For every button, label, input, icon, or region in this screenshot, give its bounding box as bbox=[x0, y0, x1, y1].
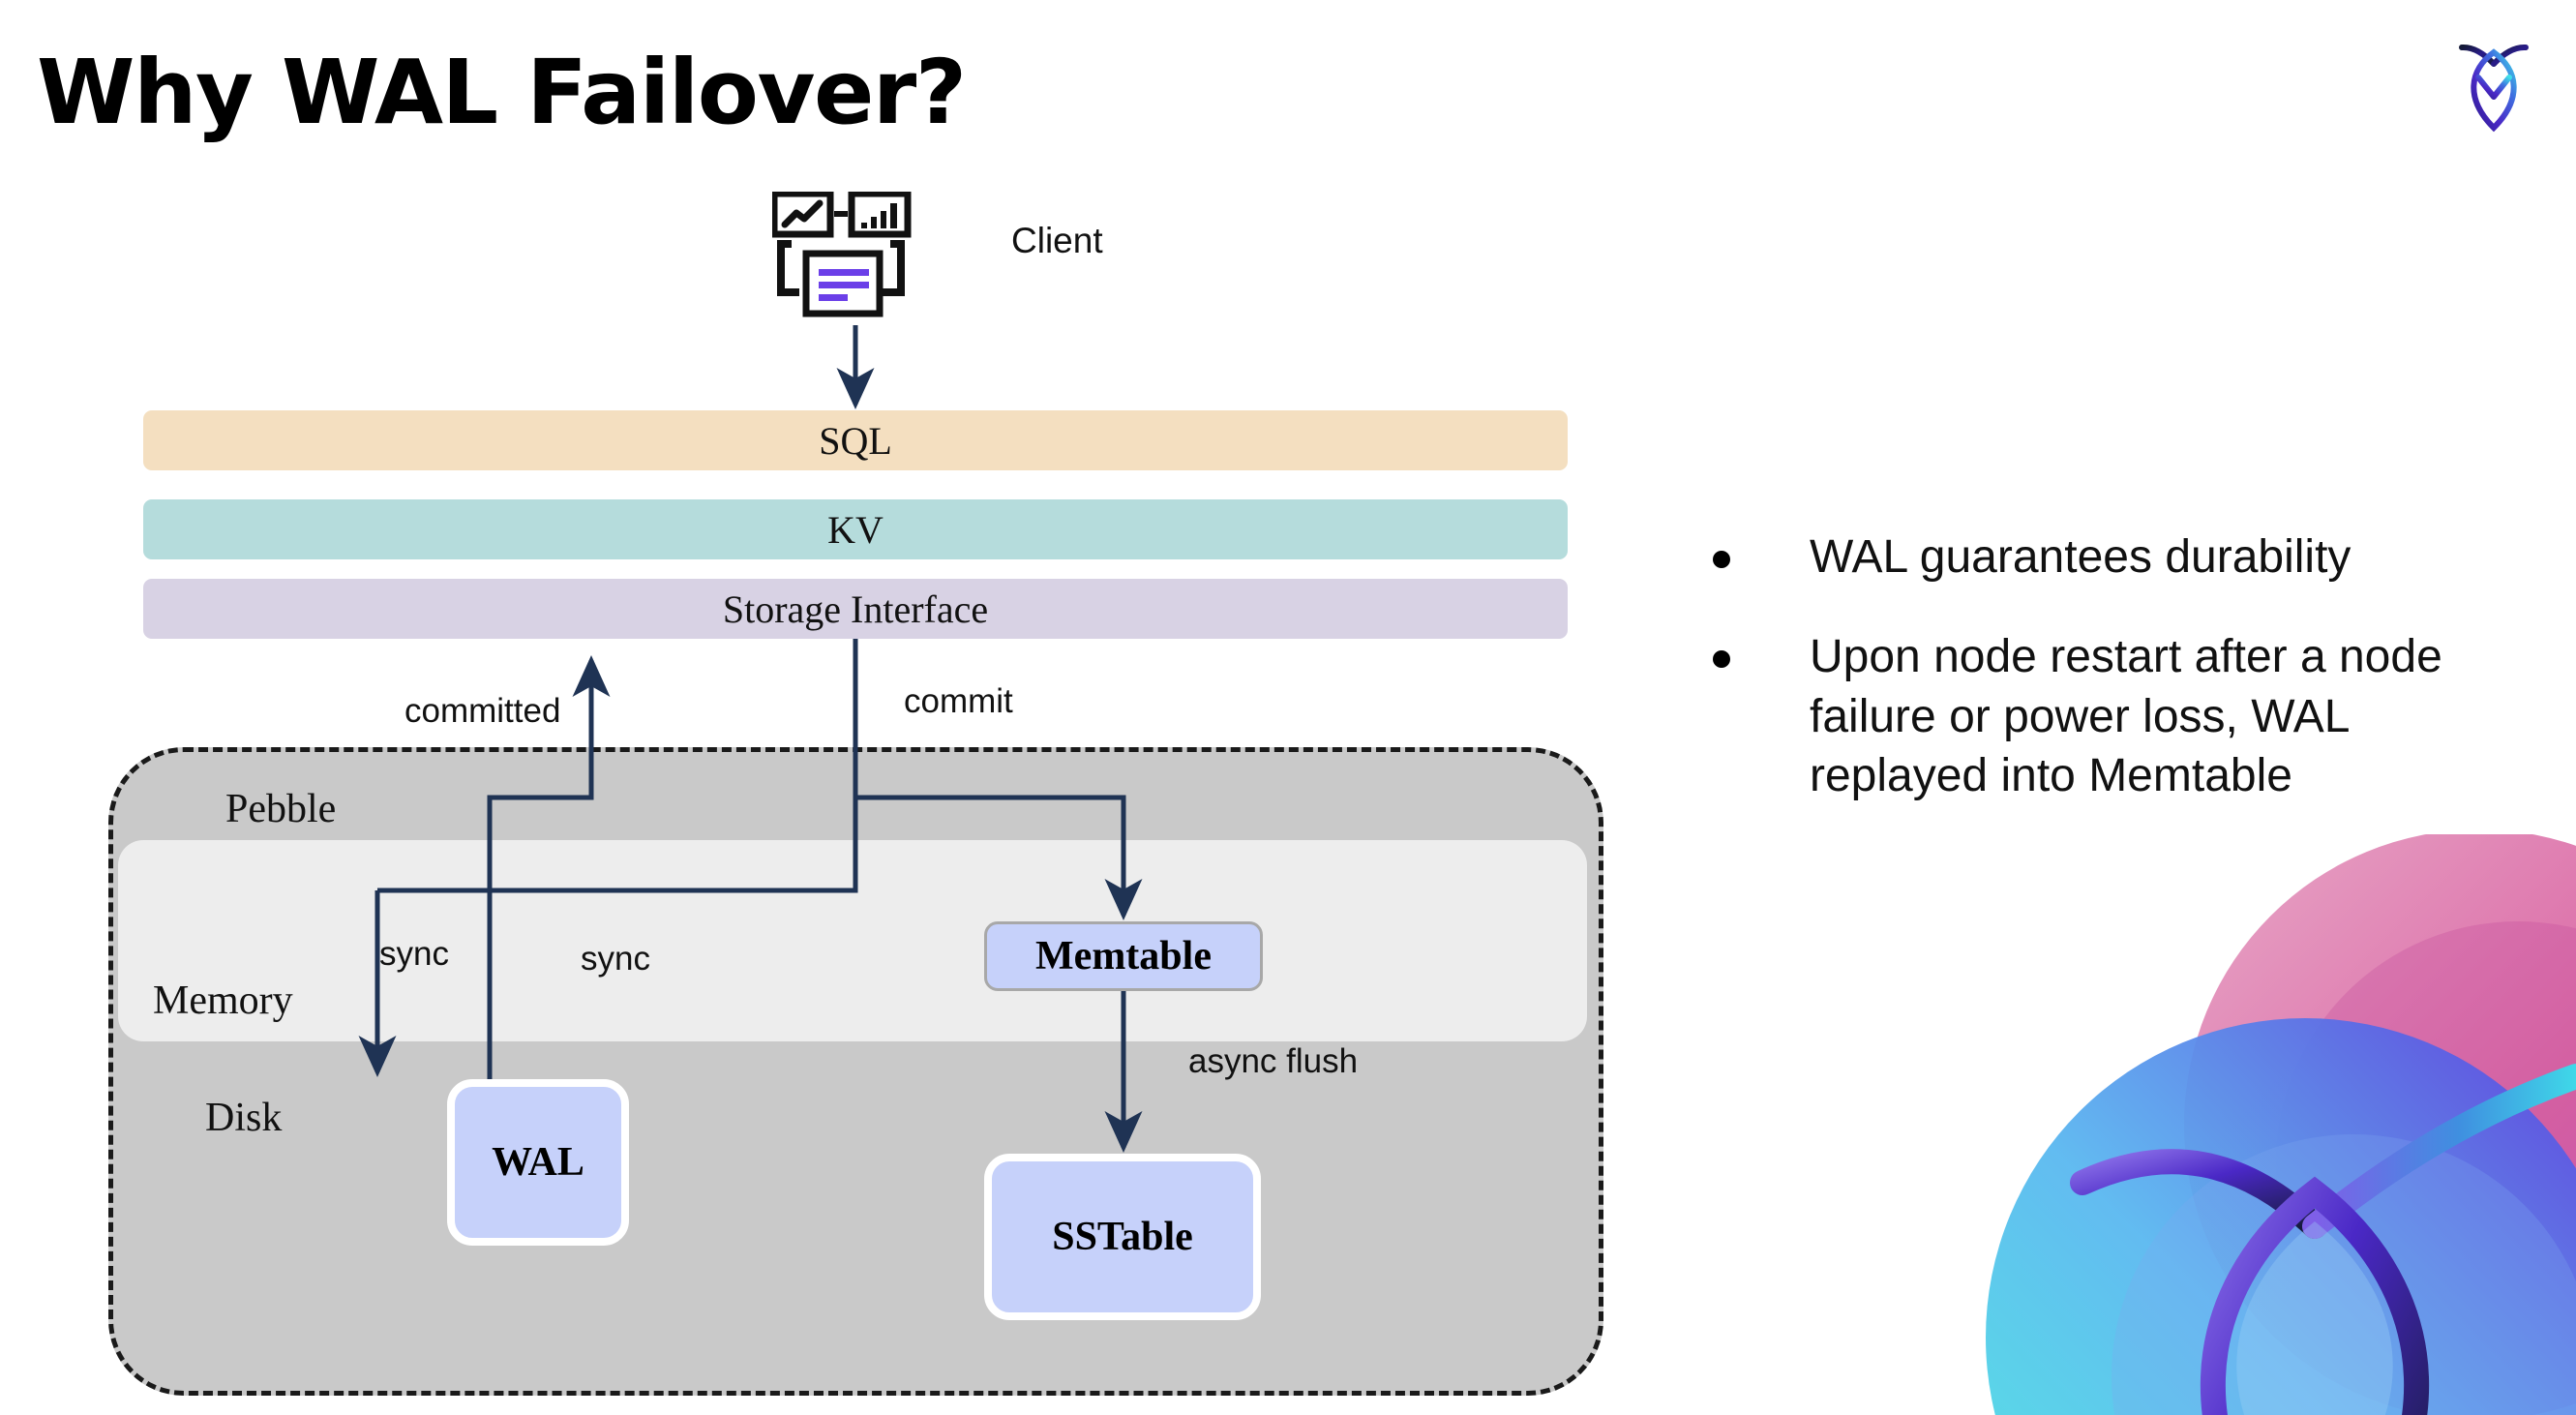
decorative-brand-artwork bbox=[1899, 834, 2576, 1415]
node-sstable[interactable]: SSTable bbox=[984, 1154, 1261, 1320]
edge-label-sync-left: sync bbox=[379, 935, 449, 973]
node-wal-label: WAL bbox=[492, 1140, 584, 1185]
node-memtable-label: Memtable bbox=[1035, 934, 1212, 978]
memory-label: Memory bbox=[153, 978, 293, 1023]
edge-label-committed: committed bbox=[404, 692, 561, 730]
list-item: WAL guarantees durability bbox=[1713, 527, 2516, 587]
page-title: Why WAL Failover? bbox=[37, 41, 967, 144]
client-label: Client bbox=[1011, 221, 1103, 260]
node-memtable[interactable]: Memtable bbox=[984, 921, 1263, 991]
layer-bar-sql: SQL bbox=[143, 410, 1568, 470]
node-wal[interactable]: WAL bbox=[447, 1079, 629, 1246]
bullet-list: WAL guarantees durability Upon node rest… bbox=[1713, 527, 2516, 847]
edge-label-commit: commit bbox=[904, 682, 1013, 720]
cockroach-labs-logo bbox=[2433, 21, 2555, 143]
bullet-text: Upon node restart after a node failure o… bbox=[1810, 631, 2442, 802]
bullet-text: WAL guarantees durability bbox=[1810, 531, 2351, 583]
bullet-dot-icon bbox=[1713, 551, 1730, 568]
pebble-label: Pebble bbox=[225, 787, 337, 831]
node-sstable-label: SSTable bbox=[1052, 1215, 1193, 1259]
layer-label-storage: Storage Interface bbox=[722, 587, 989, 631]
edge-label-sync-right: sync bbox=[581, 940, 650, 978]
edge-label-async-flush: async flush bbox=[1188, 1042, 1359, 1080]
layer-label-sql: SQL bbox=[819, 418, 892, 463]
disk-label: Disk bbox=[205, 1096, 283, 1140]
memory-region bbox=[118, 840, 1587, 1041]
layer-label-kv: KV bbox=[827, 507, 884, 552]
list-item: Upon node restart after a node failure o… bbox=[1713, 627, 2516, 805]
client-dashboard-icon bbox=[770, 190, 923, 329]
layer-bar-storage: Storage Interface bbox=[143, 579, 1568, 639]
layer-bar-kv: KV bbox=[143, 499, 1568, 559]
bullet-dot-icon bbox=[1713, 650, 1730, 669]
